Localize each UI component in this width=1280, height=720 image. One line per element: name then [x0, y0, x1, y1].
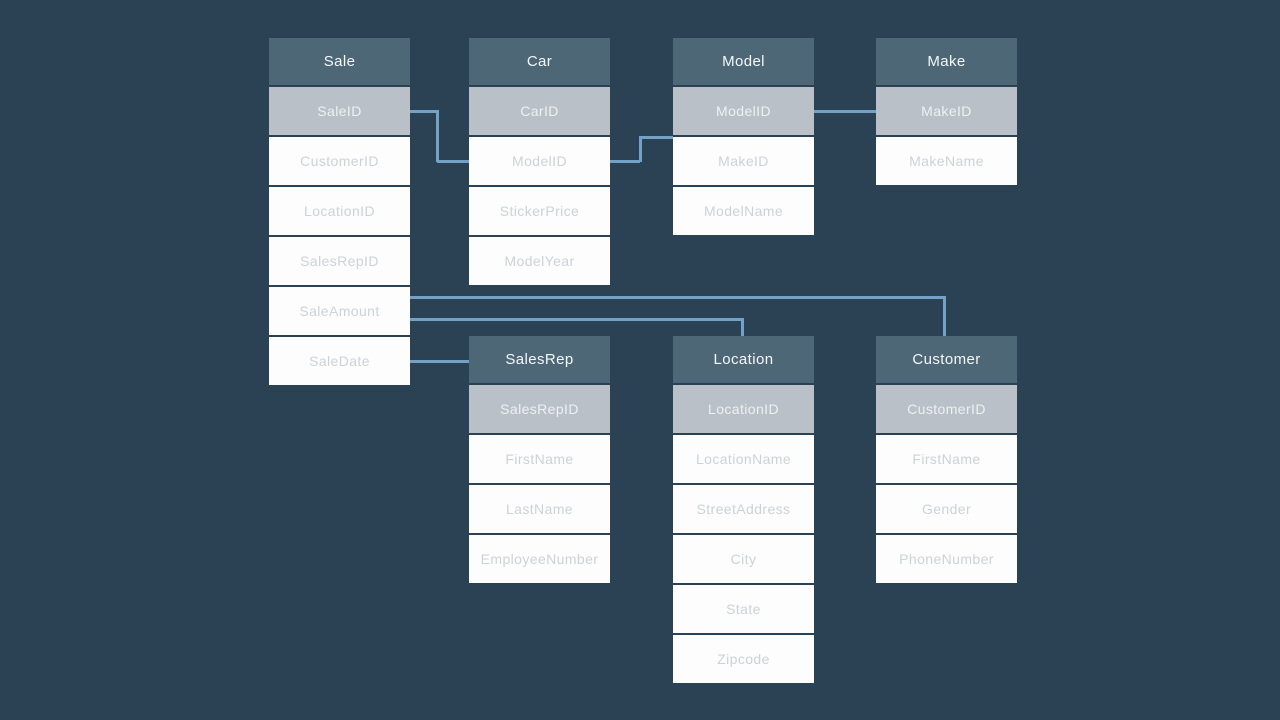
table-title-location: Location [673, 336, 814, 383]
table-title-sale: Sale [269, 38, 410, 85]
table-title-car: Car [469, 38, 610, 85]
field-customer-firstname: FirstName [876, 435, 1017, 483]
table-title-model: Model [673, 38, 814, 85]
field-location-city: City [673, 535, 814, 583]
field-salesrep-firstname: FirstName [469, 435, 610, 483]
connector-sale-to-customer [410, 296, 944, 299]
connector-sale-saledate-to-salesrep [410, 360, 469, 363]
field-location-state: State [673, 585, 814, 633]
field-sale-locationid: LocationID [269, 187, 410, 235]
field-car-carid: CarID [469, 87, 610, 135]
field-location-locationid: LocationID [673, 385, 814, 433]
table-title-salesrep: SalesRep [469, 336, 610, 383]
field-salesrep-lastname: LastName [469, 485, 610, 533]
field-model-modelid: ModelID [673, 87, 814, 135]
field-location-streetaddress: StreetAddress [673, 485, 814, 533]
field-customer-phonenumber: PhoneNumber [876, 535, 1017, 583]
field-car-modelid: ModelID [469, 137, 610, 185]
field-make-makeid: MakeID [876, 87, 1017, 135]
connector-sale-saleid-to-car-modelid [410, 110, 437, 113]
field-sale-customerid: CustomerID [269, 137, 410, 185]
field-sale-salesrepid: SalesRepID [269, 237, 410, 285]
table-title-customer: Customer [876, 336, 1017, 383]
field-customer-gender: Gender [876, 485, 1017, 533]
connector-sale-to-location [410, 318, 742, 321]
connector-car-modelid-to-model-modelid [610, 160, 640, 163]
field-car-modelyear: ModelYear [469, 237, 610, 285]
field-sale-saleamount: SaleAmount [269, 287, 410, 335]
connector-car-modelid-to-model-modelid [639, 136, 642, 162]
connector-sale-to-location [741, 318, 744, 337]
field-car-stickerprice: StickerPrice [469, 187, 610, 235]
table-title-make: Make [876, 38, 1017, 85]
field-location-locationname: LocationName [673, 435, 814, 483]
field-location-zipcode: Zipcode [673, 635, 814, 683]
connector-sale-to-customer [943, 296, 946, 337]
field-sale-saleid: SaleID [269, 87, 410, 135]
field-model-makeid: MakeID [673, 137, 814, 185]
field-model-modelname: ModelName [673, 187, 814, 235]
connector-model-modelid-to-make-makeid [814, 110, 876, 113]
connector-car-modelid-to-model-modelid [640, 136, 673, 139]
connector-sale-saleid-to-car-modelid [437, 160, 469, 163]
field-salesrep-employeenumber: EmployeeNumber [469, 535, 610, 583]
field-make-makename: MakeName [876, 137, 1017, 185]
field-customer-customerid: CustomerID [876, 385, 1017, 433]
field-salesrep-salesrepid: SalesRepID [469, 385, 610, 433]
field-sale-saledate: SaleDate [269, 337, 410, 385]
connector-sale-saleid-to-car-modelid [436, 110, 439, 162]
